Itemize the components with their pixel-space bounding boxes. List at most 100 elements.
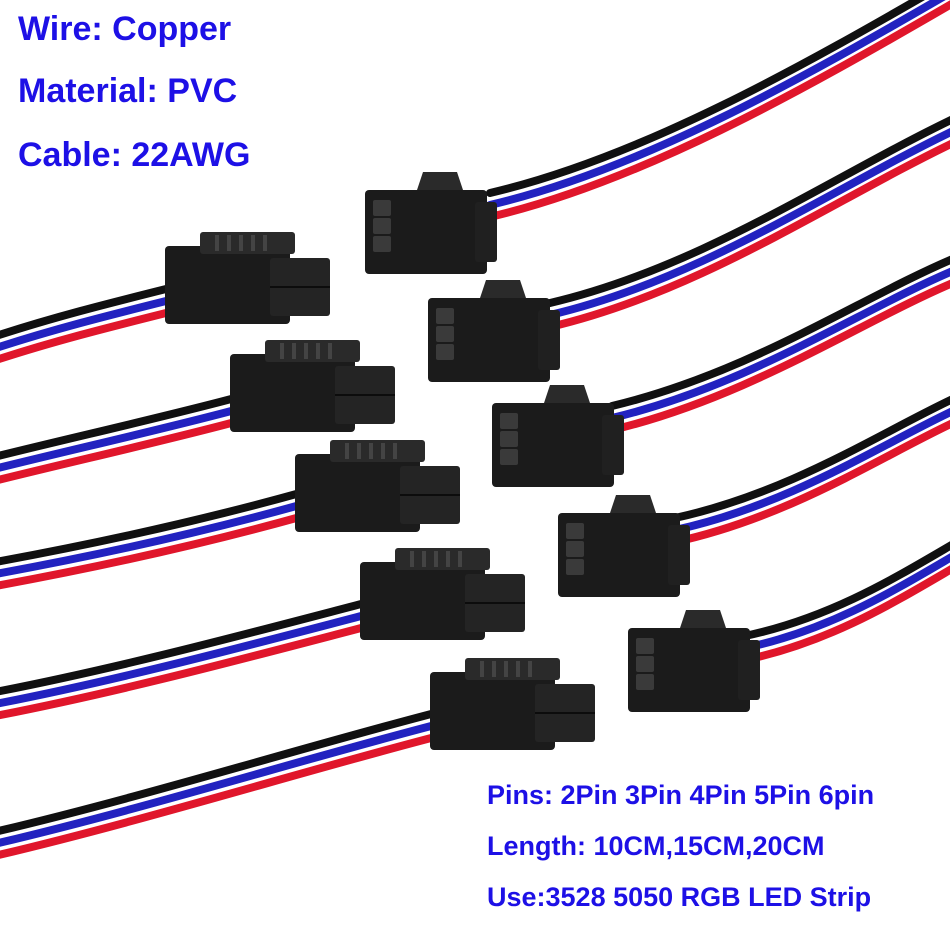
female-connector-socket <box>566 541 584 557</box>
female-cable-5-wire-3 <box>741 565 950 664</box>
male-connector-rib <box>480 661 484 677</box>
male-connector-body <box>230 354 355 432</box>
male-connector-rib <box>446 551 450 567</box>
male-connector-rib <box>528 661 532 677</box>
female-connector-latch <box>680 610 726 628</box>
male-connector-rib <box>422 551 426 567</box>
male-connector-rib <box>239 235 243 251</box>
female-cable-4-wire-1 <box>671 395 950 522</box>
male-cable-4-wire-3 <box>0 623 369 720</box>
female-connector-1 <box>365 172 497 274</box>
female-cable-1-wire-1 <box>486 0 925 197</box>
male-connector-latch <box>465 658 560 680</box>
male-connector-rib <box>280 343 284 359</box>
male-connector-4 <box>360 548 525 640</box>
female-connector-latch <box>610 495 656 513</box>
female-connector-socket <box>373 218 391 234</box>
female-connector-body <box>558 513 680 597</box>
male-connector-body <box>165 246 290 324</box>
male-cable-2-wire-3 <box>0 418 239 484</box>
male-connector-5 <box>430 658 595 750</box>
male-connector-body <box>295 454 420 532</box>
male-connector-3 <box>295 440 460 532</box>
female-connector-socket <box>566 559 584 575</box>
spec-wire: Wire: Copper <box>18 10 232 48</box>
male-cable-4-wire-1 <box>0 599 369 696</box>
male-cable-2-wire-1 <box>0 394 239 460</box>
female-cable-3-wire-3 <box>608 279 950 434</box>
male-cable-3-wire-3 <box>0 513 304 590</box>
female-connector-rear <box>668 525 690 585</box>
male-connector-rib <box>345 443 349 459</box>
male-connector-latch <box>200 232 295 254</box>
female-cable-2-wire-3 <box>546 139 950 331</box>
male-connector-rib <box>328 343 332 359</box>
male-cable-3-wire-2 <box>0 501 304 578</box>
female-connector-socket <box>636 656 654 672</box>
female-connector-socket <box>636 638 654 654</box>
female-cable-4-wire-2 <box>671 407 950 534</box>
spec-pins: Pins: 2Pin 3Pin 4Pin 5Pin 6pin <box>487 780 875 810</box>
female-cable-3-wire-1 <box>608 255 950 410</box>
spec-material: Material: PVC <box>18 72 238 110</box>
male-connector-rib <box>304 343 308 359</box>
spec-length: Length: 10CM,15CM,20CM <box>487 831 825 861</box>
female-cable-4-wire-3 <box>671 419 950 546</box>
male-cable-2-wire-2 <box>0 406 239 472</box>
female-connector-socket <box>373 200 391 216</box>
male-connector-body <box>430 672 555 750</box>
male-connector-latch <box>395 548 490 570</box>
female-connector-body <box>492 403 614 487</box>
female-connector-rear <box>475 202 497 262</box>
male-connector-rib <box>292 343 296 359</box>
female-cable-1-wire-2 <box>486 0 946 209</box>
male-connector-rib <box>215 235 219 251</box>
male-connector-rib <box>251 235 255 251</box>
female-connector-5 <box>628 610 760 712</box>
male-connector-rib <box>434 551 438 567</box>
male-connector-rib <box>410 551 414 567</box>
female-connector-socket <box>436 326 454 342</box>
male-connector-rib <box>492 661 496 677</box>
female-cable-2-wire-1 <box>546 115 950 307</box>
spec-use: Use:3528 5050 RGB LED Strip <box>487 882 872 912</box>
female-connector-socket <box>500 449 518 465</box>
female-connector-rear <box>738 640 760 700</box>
female-connector-latch <box>480 280 526 298</box>
male-connector-rib <box>504 661 508 677</box>
female-cable-2-wire-2 <box>546 127 950 319</box>
female-connector-3 <box>492 385 624 487</box>
female-cable-1-wire-3 <box>486 0 950 221</box>
female-connector-socket <box>500 431 518 447</box>
wire-bundles <box>0 0 950 859</box>
male-connector-rib <box>316 343 320 359</box>
male-connector-rib <box>381 443 385 459</box>
male-connector-rib <box>357 443 361 459</box>
female-connector-socket <box>636 674 654 690</box>
spec-cable: Cable: 22AWG <box>18 136 251 174</box>
male-cable-5-wire-1 <box>0 709 439 835</box>
female-cable-3-wire-2 <box>608 267 950 422</box>
female-connector-body <box>628 628 750 712</box>
male-connector-1 <box>165 232 330 324</box>
female-connector-rear <box>602 415 624 475</box>
male-connector-rib <box>369 443 373 459</box>
male-cable-4-wire-2 <box>0 611 369 708</box>
female-connector-latch <box>544 385 590 403</box>
female-connector-socket <box>500 413 518 429</box>
female-cable-5-wire-2 <box>741 553 950 652</box>
female-connector-socket <box>566 523 584 539</box>
female-connector-body <box>428 298 550 382</box>
female-connector-2 <box>428 280 560 382</box>
female-connector-socket <box>436 308 454 324</box>
male-cable-5-wire-3 <box>0 733 439 859</box>
male-cable-5-wire-2 <box>0 721 439 847</box>
female-cable-5-wire-1 <box>741 541 950 640</box>
male-connector-rib <box>227 235 231 251</box>
female-connector-latch <box>417 172 463 190</box>
male-connector-rib <box>393 443 397 459</box>
male-connector-latch <box>265 340 360 362</box>
female-connector-socket <box>373 236 391 252</box>
